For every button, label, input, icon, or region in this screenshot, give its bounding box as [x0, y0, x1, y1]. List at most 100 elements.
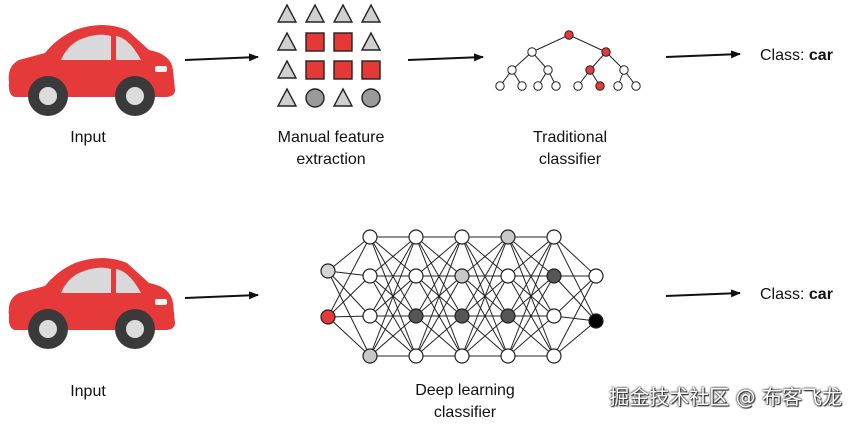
feature-square: [305, 60, 325, 80]
nn-edge: [553, 320, 597, 357]
nn-node: [362, 348, 378, 364]
nn-edge: [369, 315, 417, 357]
nn-node: [546, 229, 562, 245]
nn-edge: [369, 236, 417, 317]
tree-node: [507, 65, 517, 75]
tree-node: [601, 47, 611, 57]
nn-node: [320, 309, 336, 325]
nn-edge: [327, 275, 371, 318]
nn-node: [546, 348, 562, 364]
tree-node: [573, 81, 583, 91]
feature-triangle: [360, 31, 382, 51]
nn-node: [500, 229, 516, 245]
nn-edge: [369, 236, 417, 277]
arrow-input-to-network: [184, 291, 259, 300]
feature-circle: [361, 88, 381, 108]
nn-node: [588, 268, 604, 284]
nn-node: [362, 308, 378, 324]
nn-edge: [507, 236, 555, 357]
nn-edge: [415, 236, 463, 317]
feature-circle: [305, 88, 325, 108]
arrow-network-to-output: [665, 289, 741, 298]
nn-node: [454, 229, 470, 245]
class-output-top: Class: car: [760, 47, 833, 64]
nn-node: [362, 229, 378, 245]
nn-edge: [553, 275, 597, 322]
manual-feature-label: Manual feature extraction: [277, 129, 385, 168]
nn-edge: [461, 315, 509, 357]
tree-edge: [568, 34, 607, 53]
nn-edge: [507, 236, 555, 277]
nn-node: [500, 268, 516, 284]
nn-node: [588, 313, 604, 329]
nn-edge: [327, 236, 371, 272]
tree-node: [564, 30, 574, 40]
nn-edge: [369, 275, 417, 357]
tree-node: [631, 81, 641, 91]
nn-edge: [553, 275, 597, 357]
feature-triangle: [276, 87, 298, 107]
nn-node: [546, 308, 562, 324]
nn-node: [546, 268, 562, 284]
feature-square: [361, 60, 381, 80]
feature-triangle: [360, 3, 382, 23]
feature-square: [305, 32, 325, 52]
traditional-classifier-label: Traditional classifier: [532, 129, 608, 168]
nn-node: [408, 308, 424, 324]
nn-node: [320, 263, 336, 279]
nn-edge: [415, 275, 463, 357]
nn-edge: [461, 236, 509, 357]
nn-edge: [507, 315, 555, 357]
feature-triangle: [276, 31, 298, 51]
nn-edge: [327, 236, 371, 318]
tree-node: [551, 81, 561, 91]
nn-node: [408, 348, 424, 364]
arrow-input-to-features: [184, 53, 259, 62]
nn-node: [362, 268, 378, 284]
nn-edge: [461, 275, 509, 357]
tree-node: [527, 47, 537, 57]
watermark: 掘金技术社区 @ 布客飞龙: [609, 385, 842, 409]
nn-edge: [327, 270, 371, 357]
neural-net-edges: [327, 236, 597, 357]
nn-edge: [461, 236, 509, 317]
arrow-classifier-to-output: [665, 50, 741, 59]
nn-edge: [369, 236, 417, 357]
nn-node: [454, 348, 470, 364]
nn-edge: [415, 236, 463, 277]
tree-edge: [531, 34, 570, 53]
nn-node: [454, 268, 470, 284]
tree-node: [543, 65, 553, 75]
nn-edge: [415, 315, 463, 357]
input-label-top: Input: [70, 129, 106, 146]
nn-edge: [507, 236, 555, 317]
tree-node: [613, 81, 623, 91]
feature-grid-icon: [276, 3, 382, 108]
nn-edge: [507, 275, 555, 357]
nn-node: [454, 308, 470, 324]
nn-edge: [553, 236, 597, 277]
feature-triangle: [304, 3, 326, 23]
tree-node: [585, 65, 595, 75]
neural-net-icon: [320, 229, 604, 364]
arrow-features-to-classifier: [407, 53, 484, 62]
tree-node: [619, 65, 629, 75]
tree-node: [495, 81, 505, 91]
nn-edge: [553, 275, 597, 317]
nn-edge: [415, 236, 463, 357]
nn-edge: [461, 236, 509, 277]
nn-edge: [553, 236, 597, 322]
tree-node: [533, 81, 543, 91]
car-input-icon-bottom: [8, 258, 176, 349]
feature-square: [333, 60, 353, 80]
deep-learning-classifier-label: Deep learning classifier: [415, 382, 515, 421]
nn-node: [500, 308, 516, 324]
nn-node: [408, 229, 424, 245]
nn-node: [408, 268, 424, 284]
nn-edge: [327, 316, 371, 357]
feature-triangle: [276, 3, 298, 23]
class-output-bottom: Class: car: [760, 286, 833, 303]
feature-square: [333, 32, 353, 52]
decision-tree-icon: [495, 30, 641, 91]
